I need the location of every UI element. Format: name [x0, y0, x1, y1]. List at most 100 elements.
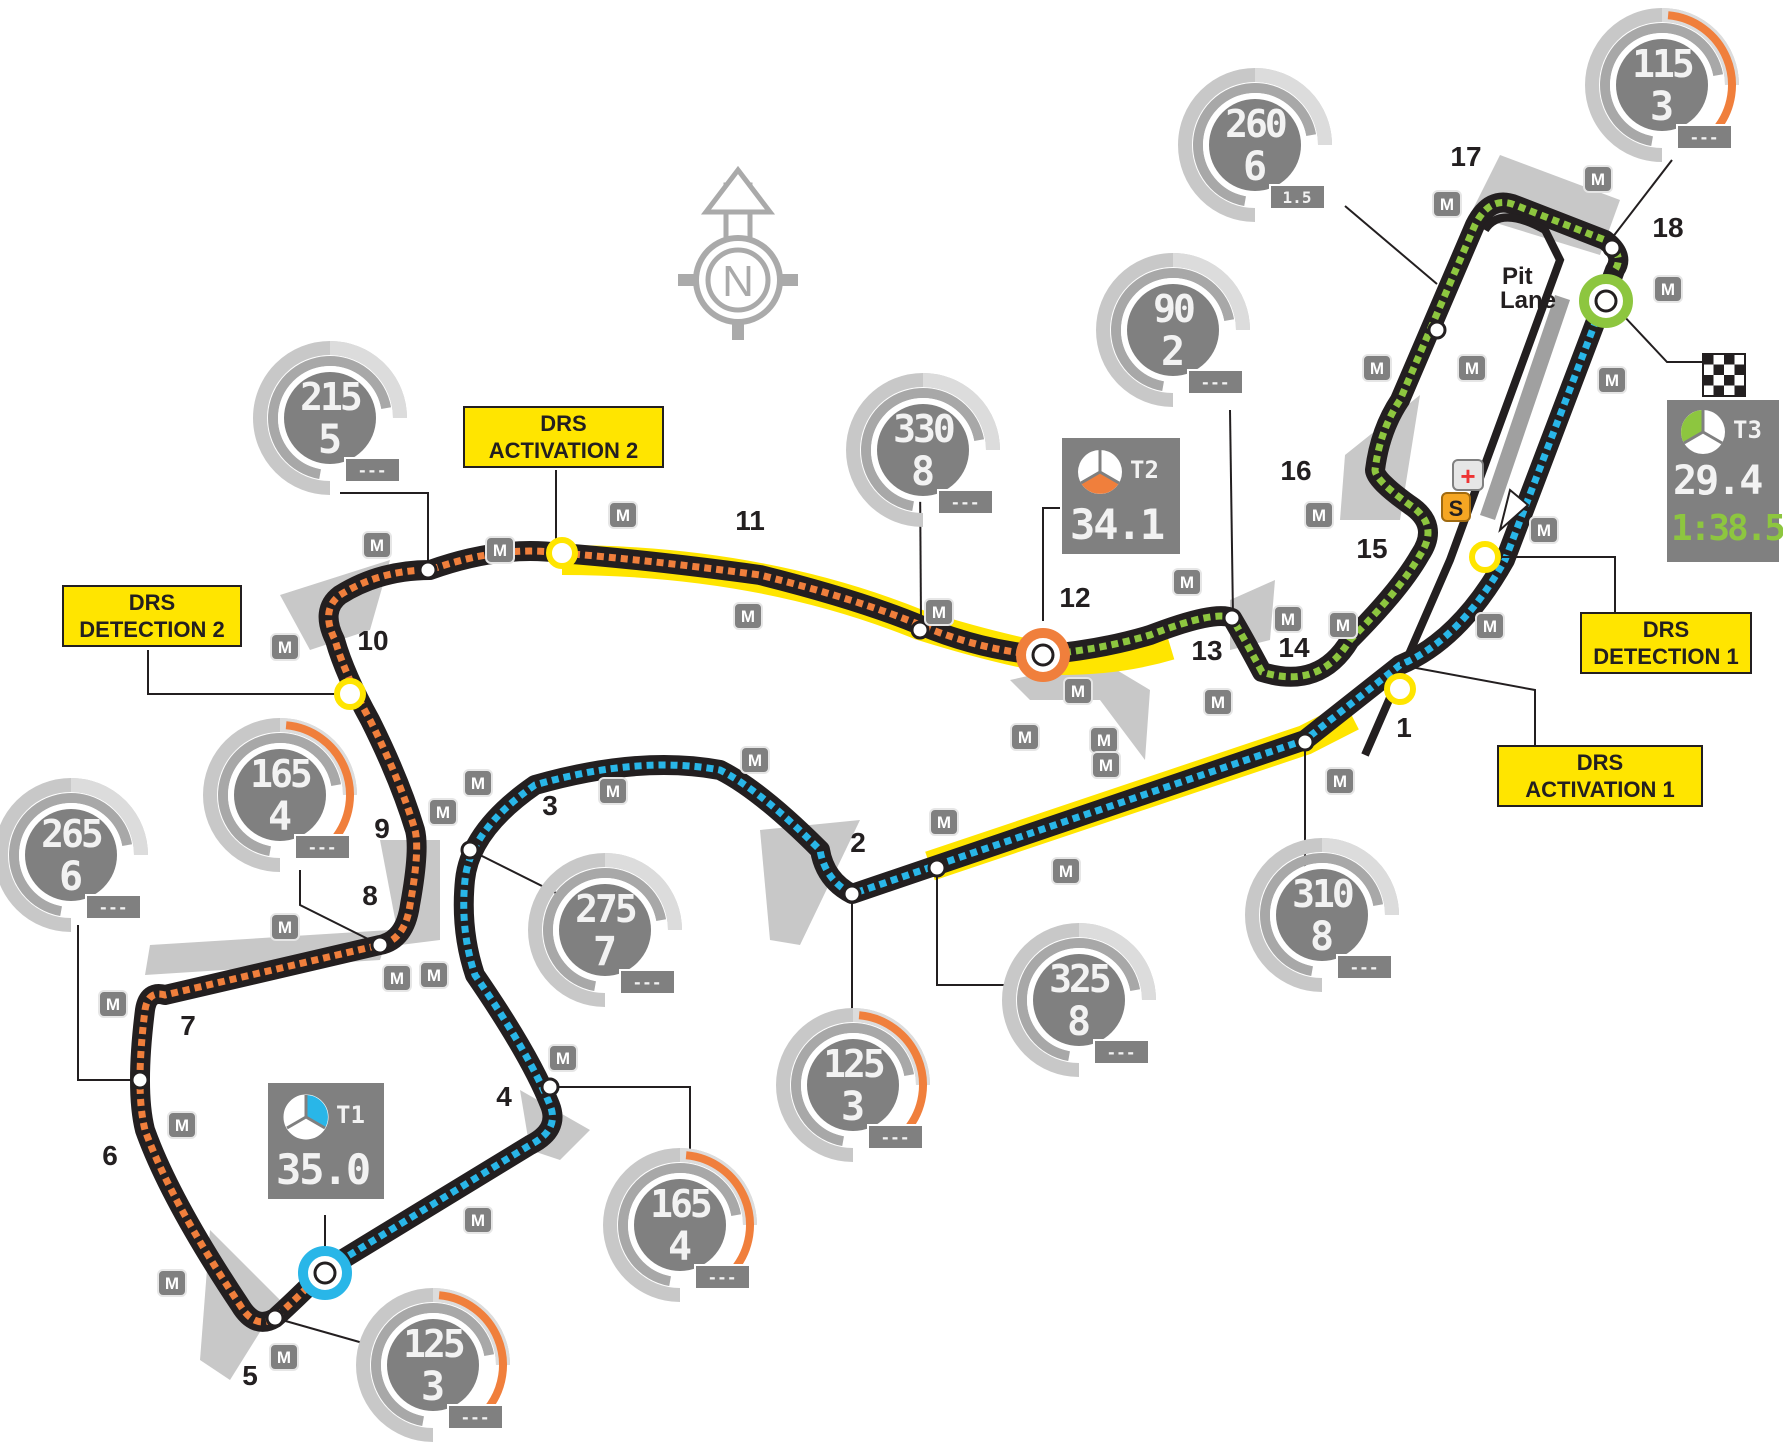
marshal-post-icon: M — [733, 602, 763, 630]
corner-gauge: 902--- — [1096, 253, 1250, 407]
turn-label: 4 — [496, 1081, 512, 1112]
waypoint-dots — [130, 238, 1622, 1328]
sector-markers — [298, 274, 1633, 1300]
marshal-post-label: M — [1312, 506, 1326, 525]
marshal-post-label: M — [106, 995, 120, 1014]
marshal-post-icon: M — [419, 961, 449, 989]
marshal-post-label: M — [937, 813, 951, 832]
gauge-g-force: --- — [1690, 128, 1719, 147]
marshal-post-label: M — [1605, 371, 1619, 390]
marshal-post-label: M — [1537, 521, 1551, 540]
marshal-post-label: M — [278, 918, 292, 937]
gauge-gear: 3 — [421, 1364, 445, 1410]
gauge-gear: 8 — [1067, 999, 1091, 1045]
turn-label: 12 — [1059, 582, 1090, 613]
marshal-post-icon: M — [1653, 275, 1683, 303]
turn-label: 8 — [362, 880, 378, 911]
gauge-speed: 165 — [650, 1182, 711, 1226]
marshal-post-icon: M — [270, 913, 300, 941]
gauge-speed: 265 — [41, 812, 102, 856]
turn-label: 11 — [735, 505, 765, 536]
marshal-post-label: M — [1483, 617, 1497, 636]
turn-label: 1 — [1396, 712, 1412, 743]
turn-label: 15 — [1356, 533, 1387, 564]
gauge-g-force: 1.5 — [1283, 188, 1312, 207]
marshal-post-icon: M — [463, 1206, 493, 1234]
marshal-post-icon: M — [1475, 612, 1505, 640]
gauge-speed: 90 — [1153, 287, 1194, 331]
sector-3-time: 29.4 — [1673, 458, 1763, 504]
marshal-post-label: M — [175, 1116, 189, 1135]
gauge-speed: 125 — [823, 1042, 884, 1086]
drs-detection-2-label: DRS DETECTION 2 — [62, 585, 242, 647]
marshal-post-icon: M — [1089, 726, 1119, 754]
marshal-post-label: M — [165, 1274, 179, 1293]
turn-label: 6 — [102, 1140, 118, 1171]
marshal-post-icon: M — [157, 1269, 187, 1297]
marshal-post-icon: M — [1597, 366, 1627, 394]
turn-label: 3 — [542, 790, 558, 821]
marshal-post-label: M — [1281, 610, 1295, 629]
marshal-post-icon: M — [1010, 723, 1040, 751]
marshal-post-label: M — [390, 969, 404, 988]
marshal-post-icon: M — [740, 746, 770, 774]
chequered-flag-icon — [1702, 353, 1746, 397]
marshal-post-icon: M — [1325, 767, 1355, 795]
marshal-post-label: M — [1336, 616, 1350, 635]
drs-points — [334, 537, 1501, 710]
marshal-post-icon: M — [269, 1343, 299, 1371]
gauge-g-force: --- — [99, 898, 128, 917]
turn-label: 14 — [1278, 632, 1310, 663]
marshal-post-icon: M — [167, 1111, 197, 1139]
drs-activation-1-label: DRS ACTIVATION 1 — [1497, 745, 1703, 807]
marshal-post-icon: M — [1091, 751, 1121, 779]
marshal-post-icon: M — [1529, 516, 1559, 544]
marshal-post-label: M — [278, 638, 292, 657]
marshal-post-icon: M — [1304, 501, 1334, 529]
turn-label: 7 — [180, 1010, 196, 1041]
marshal-post-icon: M — [485, 536, 515, 564]
marshal-post-icon: M — [428, 798, 458, 826]
turn-label: 16 — [1280, 455, 1311, 486]
sector-2-label: T2 — [1130, 456, 1159, 484]
sector-2-panel: T2 34.1 — [1062, 438, 1180, 554]
gauge-speed: 325 — [1049, 957, 1110, 1001]
marshal-post-label: M — [1180, 573, 1194, 592]
drs-activation-1-line1: DRS — [1576, 750, 1624, 775]
marshal-post-icon: M — [1362, 354, 1392, 382]
marshal-post-icon: M — [1583, 165, 1613, 193]
marshal-post-label: M — [471, 1211, 485, 1230]
marshal-post-icon: M — [1063, 677, 1093, 705]
marshal-post-icon: M — [548, 1044, 578, 1072]
gauge-g-force: --- — [881, 1128, 910, 1147]
gauge-gear: 4 — [668, 1224, 692, 1270]
marshal-post-label: M — [1059, 862, 1073, 881]
turn-label: 17 — [1450, 141, 1481, 172]
marshal-post-label: M — [556, 1049, 570, 1068]
gauge-gear: 3 — [1650, 84, 1674, 130]
sector-3-panel: T3 29.4 1:38.5 — [1667, 400, 1783, 562]
gauge-speed: 215 — [300, 375, 361, 419]
turn-label: 5 — [242, 1360, 258, 1391]
sector-2-time: 34.1 — [1070, 500, 1165, 549]
pit-entry-arrow-icon — [1498, 488, 1530, 533]
marshal-post-icon: M — [929, 808, 959, 836]
marshal-post-label: M — [741, 607, 755, 626]
marshal-post-label: M — [1211, 693, 1225, 712]
gauge-g-force: --- — [308, 838, 337, 857]
gauge-speed: 310 — [1292, 872, 1353, 916]
turn-label: 10 — [357, 625, 388, 656]
marshal-post-icon: M — [98, 990, 128, 1018]
marshal-post-label: M — [1661, 280, 1675, 299]
turn-label: 9 — [374, 813, 390, 844]
